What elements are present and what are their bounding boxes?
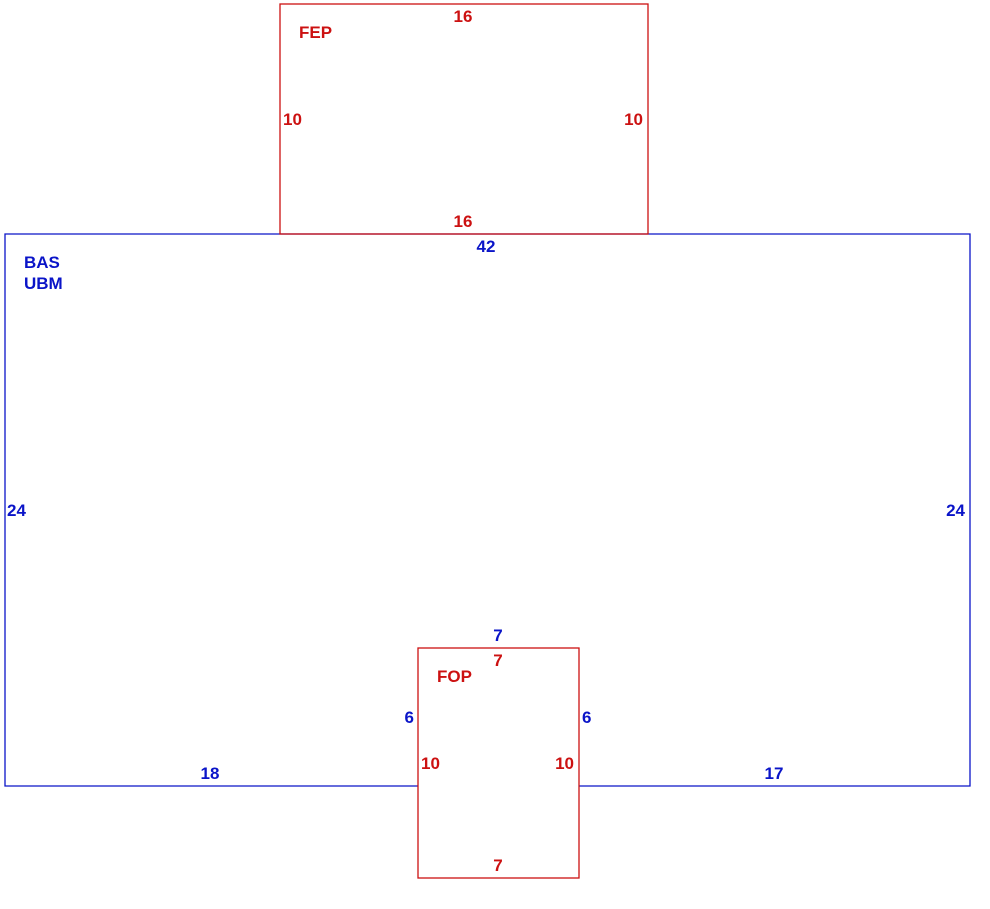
- fop-right-dimension: 10: [555, 754, 574, 773]
- fop-left-dimension: 10: [421, 754, 440, 773]
- fep-right-dimension: 10: [624, 110, 643, 129]
- main-area-notch-top-dimension: 7: [493, 626, 502, 645]
- main-area-right-dimension: 24: [946, 501, 965, 520]
- main-area-outline: [4, 233, 971, 787]
- main-area-code-ubm: UBM: [24, 274, 63, 293]
- main-area-left-dimension: 24: [7, 501, 26, 520]
- main-area-notch-right-dimension: 6: [582, 708, 591, 727]
- fop-code: FOP: [437, 667, 472, 686]
- fop-top-dimension: 7: [493, 651, 502, 670]
- main-area-top-dimension: 42: [477, 237, 496, 256]
- fop-bottom-dimension: 7: [493, 856, 502, 875]
- fep-bottom-dimension: 16: [454, 212, 473, 231]
- main-area-notch-left-dimension: 6: [405, 708, 414, 727]
- fop-outline: [417, 647, 580, 879]
- fep-top-dimension: 16: [454, 7, 473, 26]
- main-area-code-bas: BAS: [24, 253, 60, 272]
- fep-left-dimension: 10: [283, 110, 302, 129]
- main-area-bottom-left-dimension: 18: [201, 764, 220, 783]
- main-area-bottom-right-dimension: 17: [765, 764, 784, 783]
- fep-code: FEP: [299, 23, 332, 42]
- fep-outline: [279, 3, 649, 235]
